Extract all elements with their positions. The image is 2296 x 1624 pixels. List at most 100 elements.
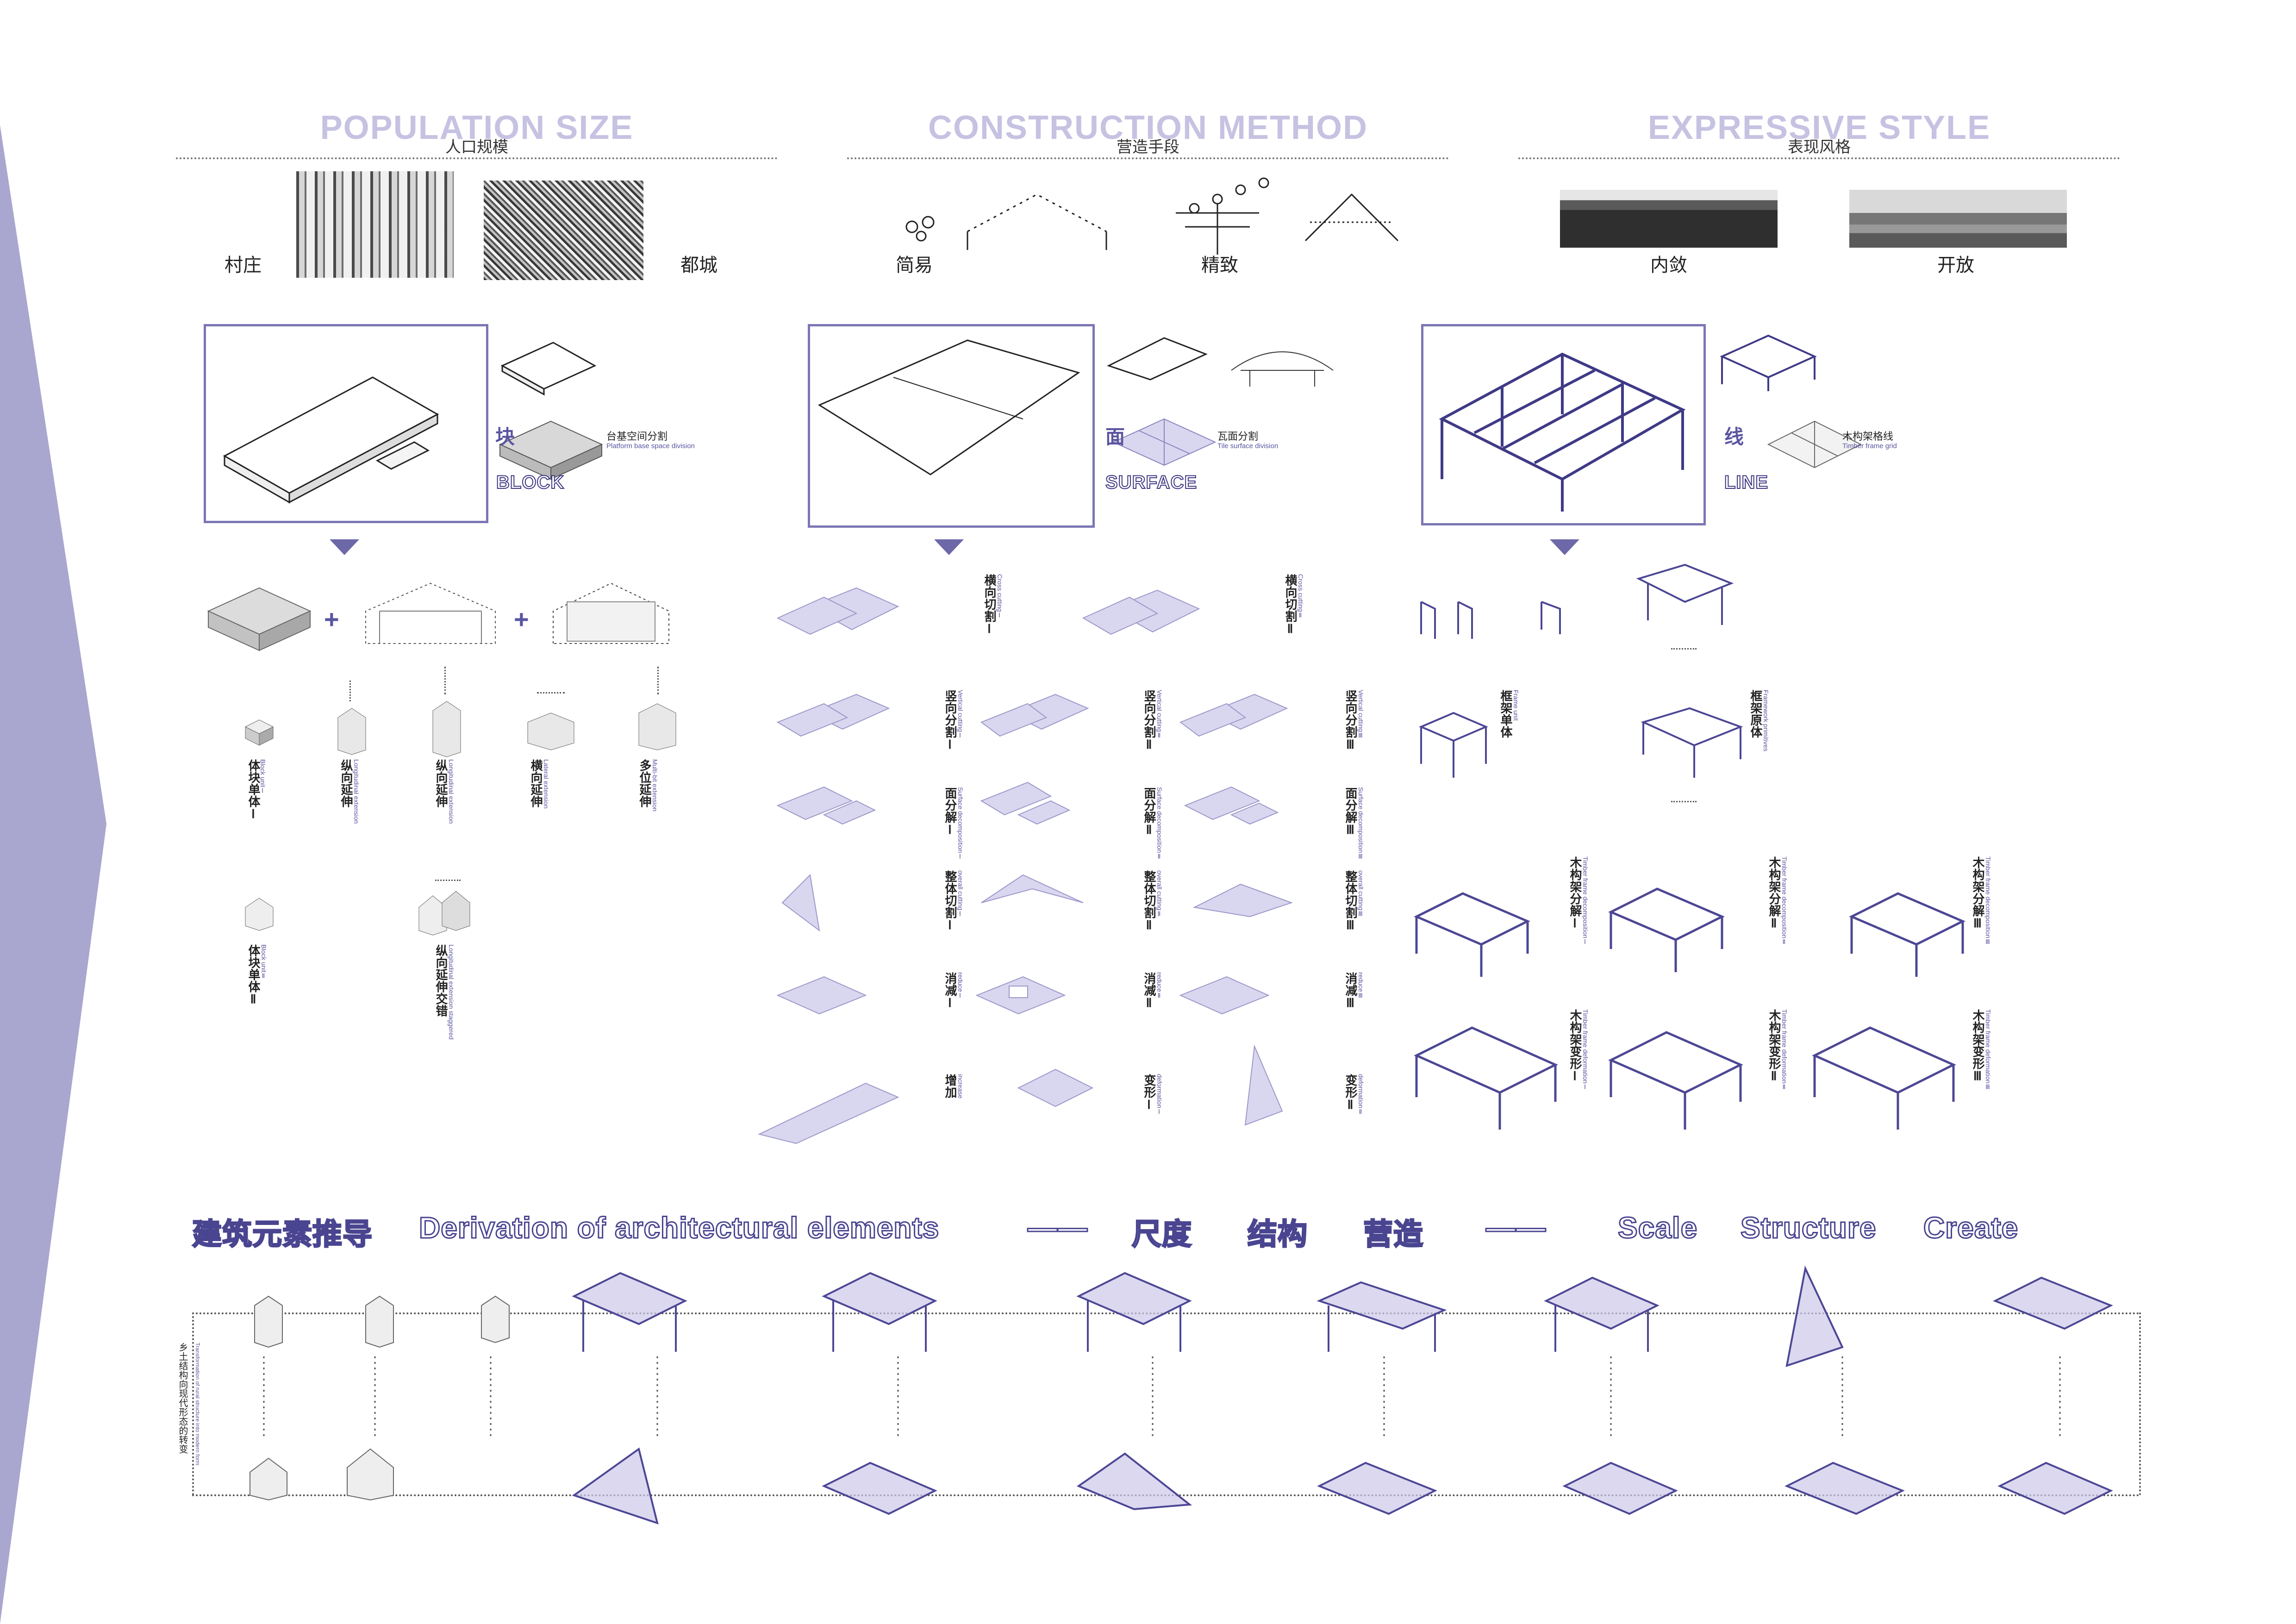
line-desc-cn: 木构架格线	[1842, 431, 1894, 442]
block-platform-drawing	[223, 376, 439, 504]
surface-roof-drawing	[817, 339, 1080, 475]
label-introverted: 内敛	[1650, 255, 1687, 275]
block-op-2-label: 纵向延伸	[339, 759, 353, 807]
line-op-4-en: Timber frame decompositionⅡ	[1781, 856, 1788, 946]
line-op-6: 木构架变形Ⅰ	[1568, 1009, 1582, 1083]
flow-frame-right	[2139, 1312, 2141, 1495]
header-population-subtitle: 人口规模	[445, 138, 508, 156]
line-ops-figures	[1414, 563, 1965, 1130]
line-arrow-right-1	[1671, 648, 1697, 650]
surface-tile-icon	[1112, 418, 1217, 466]
block-grid-icon	[499, 420, 603, 480]
surface-op-17-en: deformationⅡ	[1357, 1074, 1365, 1116]
block-op-multi	[638, 703, 676, 750]
bottom-dash-2: ——	[1485, 1211, 1547, 1245]
bottom-structure-en: Structure	[1740, 1211, 1877, 1245]
block-small-platform	[500, 342, 597, 396]
line-desc-en: Timber frame grid	[1842, 442, 1897, 450]
bottom-create-en: Create	[1922, 1211, 2019, 1245]
flow-frame-left	[192, 1312, 194, 1495]
arrow-up-2	[444, 667, 446, 694]
line-op-3-en: Timber frame decompositionⅠ	[1582, 856, 1589, 946]
surface-ops-figures	[758, 587, 1293, 1144]
line-op-5: 木构架分解Ⅲ	[1971, 856, 1985, 931]
header-expressive-rule	[1518, 157, 2120, 159]
left-sidebar-chevron	[0, 125, 106, 1624]
block-section-1	[365, 582, 496, 644]
header-population-title: POPULATION SIZE	[320, 109, 634, 146]
arrow-right-2	[435, 880, 461, 881]
header-construction-rule	[847, 157, 1449, 159]
surface-op-11: 整体切割Ⅲ	[1344, 870, 1358, 932]
arrow-up-1	[349, 681, 351, 701]
surface-category-cn: 面	[1105, 426, 1125, 448]
block-op-1-label: 体块单体Ⅰ	[247, 759, 261, 821]
bottom-title-en: Derivation of architectural elements	[418, 1211, 940, 1245]
arrow-up-3	[657, 667, 659, 694]
plus-icon-1: +	[324, 605, 339, 634]
surface-op-2: 横向切割Ⅱ	[1284, 574, 1298, 636]
flow-side-en: Transformation of rural structure into m…	[194, 1343, 201, 1465]
header-construction-subtitle: 营造手段	[1117, 138, 1179, 156]
line-op-4: 木构架分解Ⅱ	[1767, 856, 1781, 931]
block-op-unit1	[244, 719, 274, 746]
header-population-rule	[176, 157, 778, 159]
header-expressive-subtitle: 表现风格	[1788, 138, 1851, 156]
line-op-3: 木构架分解Ⅰ	[1568, 856, 1582, 931]
surface-arrow-down	[934, 539, 964, 555]
surface-op-12-en: reduceⅠ	[957, 972, 964, 999]
block-op-long1	[337, 708, 366, 755]
block-op-3-label: 纵向延伸	[434, 759, 448, 807]
surface-op-9: 整体切割Ⅰ	[943, 870, 957, 932]
village-photo	[296, 171, 454, 278]
label-simple: 简易	[896, 255, 933, 275]
block-op-lateral	[527, 712, 574, 750]
surface-op-7: 面分解Ⅱ	[1142, 787, 1156, 837]
bottom-scale-cn: 尺度	[1131, 1217, 1192, 1252]
simple-truss-sketch	[905, 194, 1107, 250]
surface-op-6: 面分解Ⅰ	[943, 787, 957, 837]
block-desc-cn: 台基空间分割	[606, 431, 668, 442]
label-open: 开放	[1937, 255, 1974, 275]
line-small-frame	[1720, 334, 1817, 391]
line-category-cn: 线	[1724, 426, 1744, 448]
bottom-scale-en: Scale	[1617, 1211, 1698, 1245]
surface-category-en: SURFACE	[1105, 472, 1198, 493]
surface-op-7-en: Surface decompositionⅡ	[1156, 787, 1163, 861]
surface-op-13: 消减Ⅱ	[1142, 972, 1156, 1010]
open-photo	[1849, 190, 2067, 248]
line-op-5-en: Timber frame decompositionⅢ	[1984, 856, 1992, 946]
line-timber-frame-drawing	[1439, 352, 1686, 512]
flow-side-cn: 乡土结构向现代形态的转变	[177, 1343, 187, 1454]
surface-op-2-en: Cross cuttingⅡ	[1297, 574, 1304, 619]
line-frame-house-icon	[1767, 420, 1862, 468]
label-capital: 都城	[680, 255, 718, 275]
surface-op-12: 消减Ⅰ	[943, 972, 957, 1010]
introverted-photo	[1560, 190, 1778, 248]
block-op-5-en: Multi-bit extension	[651, 759, 659, 812]
block-op-7-en: Longitudinal extension staggered	[448, 944, 455, 1040]
header-construction-title: CONSTRUCTION METHOD	[928, 109, 1368, 146]
surface-op-4: 竖向分割Ⅱ	[1142, 690, 1156, 752]
bottom-structure-cn: 结构	[1247, 1217, 1308, 1252]
block-op-7-label: 纵向延伸交错	[434, 944, 448, 1017]
surface-op-8-en: Surface decompositionⅢ	[1357, 787, 1365, 861]
surface-op-10-en: overall cuttingⅡ	[1156, 870, 1163, 918]
line-arrow-down	[1550, 539, 1579, 555]
line-op-1: 框架单体	[1499, 690, 1513, 738]
block-grid-box	[207, 587, 312, 651]
block-op-6-en: Block unitⅡ	[260, 944, 268, 980]
surface-op-1-en: Cross cuttingⅠ	[996, 574, 1004, 619]
surface-op-5: 竖向分割Ⅲ	[1344, 690, 1358, 752]
block-arrow-down	[330, 539, 359, 555]
surface-op-11-en: overall cuttingⅢ	[1357, 870, 1365, 918]
block-op-4-en: Lateral extension	[543, 759, 550, 809]
surface-op-5-en: Vertical cuttingⅢ	[1357, 690, 1365, 740]
block-op-unit2	[245, 898, 274, 931]
surface-op-14-en: reduceⅢ	[1357, 972, 1365, 999]
line-arrow-right-2	[1671, 801, 1697, 802]
block-op-long2	[432, 701, 461, 757]
line-op-2: 框架原体	[1749, 690, 1763, 738]
surface-op-6-en: Surface decompositionⅠ	[957, 787, 964, 861]
surface-op-8: 面分解Ⅲ	[1344, 787, 1358, 837]
